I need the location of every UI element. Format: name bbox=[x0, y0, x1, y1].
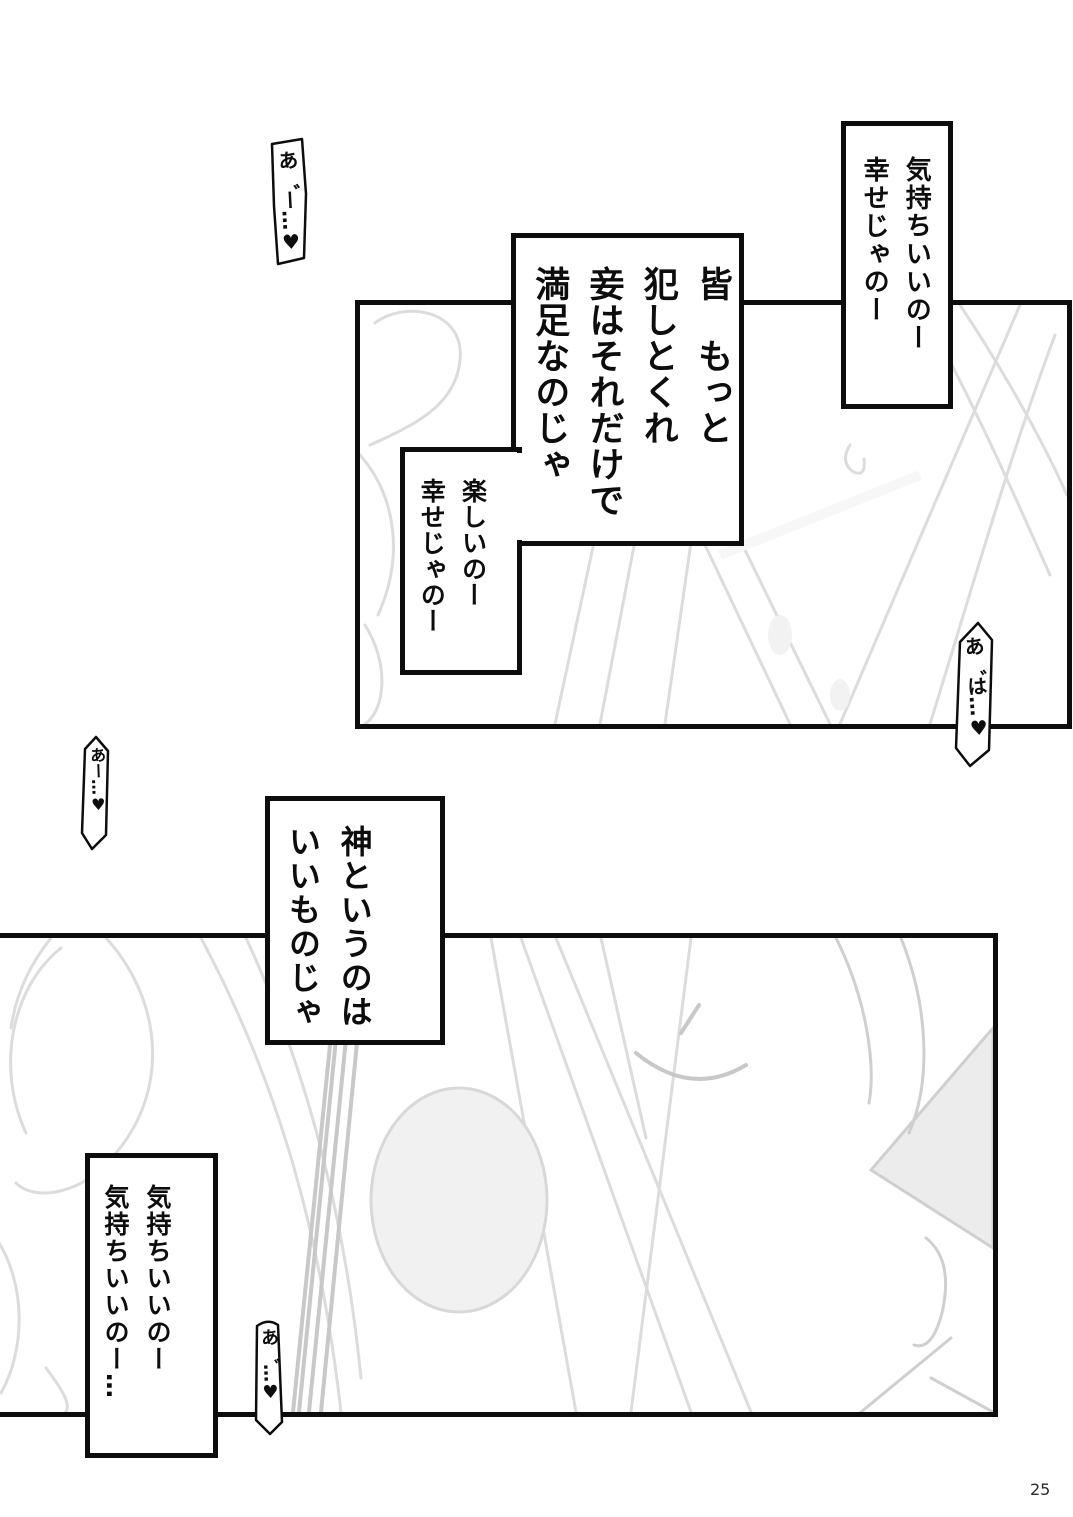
bubble-outline bbox=[954, 621, 994, 768]
vertical-text: 神というのは いいものじゃ bbox=[270, 801, 391, 1040]
dialogue-line: 気持ちいいのー… bbox=[101, 1184, 130, 1400]
vertical-text: 皆 もっと 犯しとくれ 妾はそれだけで 満足なのじゃ bbox=[516, 238, 748, 541]
dialogue-line: 皆 もっと bbox=[692, 266, 732, 446]
speech-bubble-mid-left: あー…♥ bbox=[76, 735, 114, 853]
bubble-outline bbox=[254, 1320, 284, 1436]
dialogue-line: 神というのは bbox=[335, 825, 374, 1029]
dialogue-box-kami: 神というのは いいものじゃ bbox=[265, 796, 445, 1045]
bubble-text: あ゛…♥ bbox=[257, 1327, 282, 1404]
speech-bubble-top-left: あ゛ー…♥ bbox=[262, 136, 310, 270]
dialogue-line: 犯しとくれ bbox=[637, 266, 678, 446]
vertical-text: 気持ちいいのー 幸せじゃのー bbox=[846, 126, 944, 404]
page-number: 25 bbox=[1030, 1480, 1051, 1499]
dialogue-box-bottom-left: 気持ちいいのー 気持ちいいのー… bbox=[85, 1153, 218, 1458]
bubble-outline bbox=[80, 735, 110, 851]
dialogue-box-main: 皆 もっと 犯しとくれ 妾はそれだけで 満足なのじゃ bbox=[511, 233, 744, 546]
dialogue-box-top-right: 気持ちいいのー 幸せじゃのー bbox=[841, 121, 953, 409]
dialogue-line: 幸せじゃのー bbox=[859, 156, 890, 324]
speech-bubble-right: あ゛は…♥ bbox=[946, 620, 998, 770]
sketch-art-top bbox=[360, 305, 1067, 724]
box-join-seam bbox=[507, 453, 527, 540]
vertical-text: 気持ちいいのー 気持ちいいのー… bbox=[90, 1158, 184, 1453]
dialogue-line: 気持ちいいのー bbox=[143, 1184, 172, 1373]
dialogue-box-side: 楽しいのー 幸せじゃのー bbox=[400, 447, 522, 675]
bubble-text: あー…♥ bbox=[86, 746, 109, 815]
dialogue-line: 楽しいのー bbox=[458, 478, 488, 608]
bubble-text: あ゛ー…♥ bbox=[274, 149, 304, 255]
vertical-text: 楽しいのー 幸せじゃのー bbox=[405, 452, 501, 670]
dialogue-line: 妾はそれだけで bbox=[583, 266, 624, 518]
dialogue-line: いいものじゃ bbox=[283, 825, 322, 1029]
dialogue-line: 満足なのじゃ bbox=[529, 266, 570, 482]
dialogue-line: 幸せじゃのー bbox=[417, 478, 447, 634]
bubble-outline bbox=[270, 137, 308, 266]
speech-bubble-bottom: あ゛…♥ bbox=[244, 1316, 288, 1438]
dialogue-line: 気持ちいいのー bbox=[901, 156, 932, 352]
